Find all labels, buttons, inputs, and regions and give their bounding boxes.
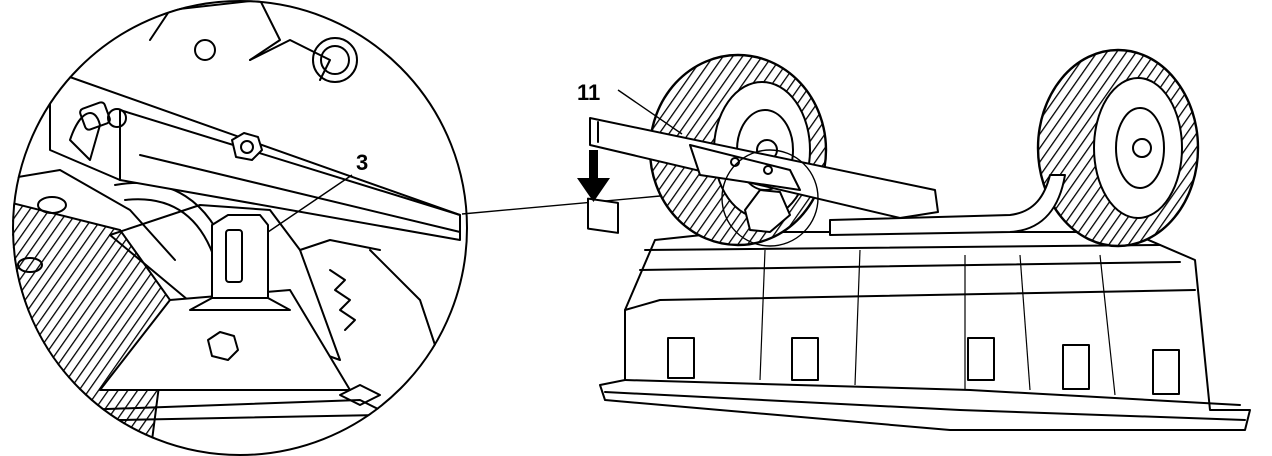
magnified-area-circle <box>721 149 819 247</box>
axle-arm <box>829 174 1066 236</box>
main-view: 11 <box>577 48 1251 431</box>
detail-tire <box>12 198 172 456</box>
magnifier-connector <box>461 195 661 215</box>
detail-view-content <box>12 0 461 456</box>
leader-line-3 <box>267 174 353 233</box>
callout-label-11: 11 <box>577 80 600 105</box>
right-wheel <box>1036 48 1200 248</box>
handle-tube <box>587 117 939 234</box>
callout-label-3: 3 <box>356 150 368 175</box>
detail-view: 3 <box>12 0 468 456</box>
down-arrow-icon <box>577 150 610 202</box>
detail-circle-border <box>12 0 468 456</box>
leader-line-11 <box>617 89 683 135</box>
